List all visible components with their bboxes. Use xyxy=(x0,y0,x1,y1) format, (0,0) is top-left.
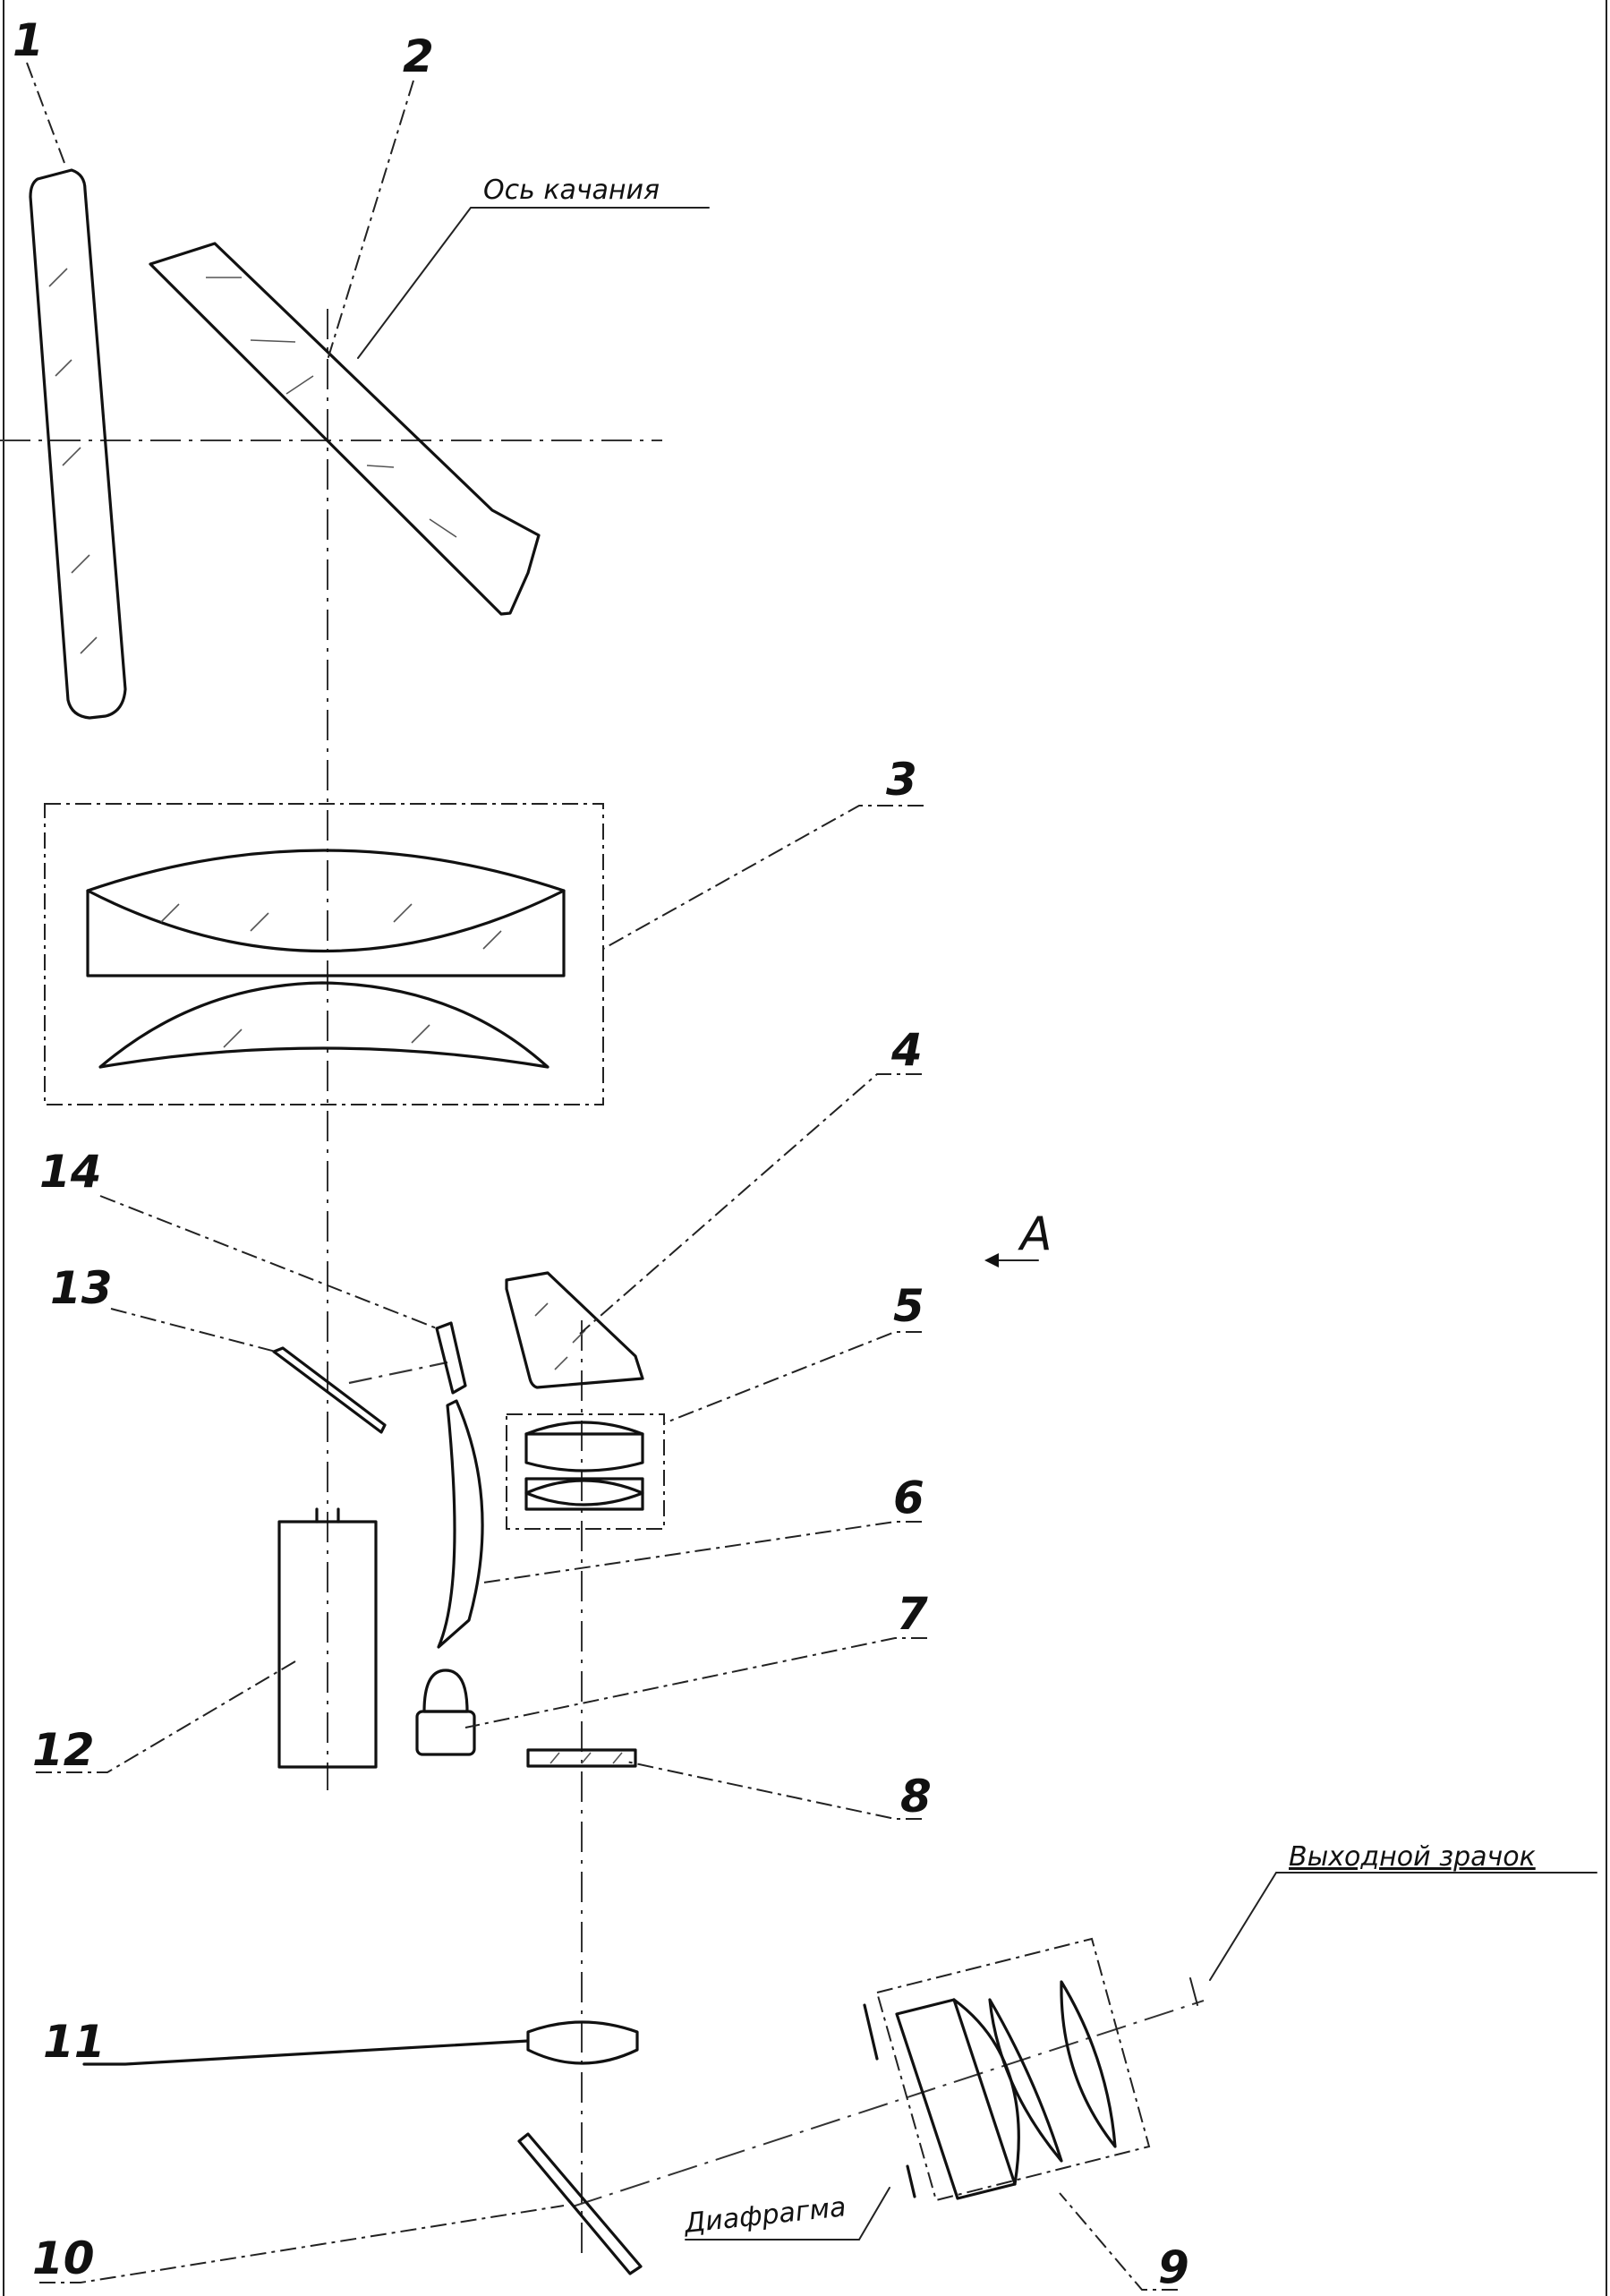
leader-9 xyxy=(1059,2192,1178,2291)
label-7: 7 xyxy=(897,1588,928,1640)
eyepiece-oblique-axis xyxy=(572,2000,1205,2207)
element-8-filter xyxy=(526,1748,637,1768)
caption-exit-pupil: Выходной зрачок xyxy=(1289,1841,1536,1873)
element-2-swing-mirror xyxy=(149,242,541,616)
element-13-tilted-plate xyxy=(272,1346,387,1434)
leader-exit-pupil xyxy=(1209,1872,1597,1981)
label-6: 6 xyxy=(893,1472,924,1524)
caption-swing-axis: Ось качания xyxy=(483,175,660,206)
element-6-light-guide xyxy=(437,1399,484,1649)
element-9-eyepiece xyxy=(863,1937,1151,2202)
leader-6 xyxy=(482,1521,922,1583)
label-10: 10 xyxy=(32,2232,95,2284)
leader-7 xyxy=(464,1637,927,1728)
leader-2 xyxy=(327,80,414,361)
element-7-lamp xyxy=(415,1669,476,1756)
leader-1 xyxy=(26,62,65,164)
label-view-a: A xyxy=(1018,1208,1052,1261)
element-14-small-plate xyxy=(435,1321,467,1395)
label-2: 2 xyxy=(403,30,434,82)
label-13: 13 xyxy=(50,1262,113,1314)
element-3-objective xyxy=(44,803,604,1105)
label-5: 5 xyxy=(893,1280,924,1332)
leader-diaphragm xyxy=(685,2187,890,2241)
label-14: 14 xyxy=(39,1146,102,1198)
element-1-plate xyxy=(29,168,127,720)
label-4: 4 xyxy=(890,1024,923,1076)
leader-swing-axis xyxy=(357,207,710,359)
label-11: 11 xyxy=(43,2016,106,2068)
label-3: 3 xyxy=(886,754,917,806)
leader-13 xyxy=(110,1308,277,1353)
leader-3 xyxy=(602,805,924,950)
caption-diaphragm: Диафрагма xyxy=(681,2191,848,2240)
leader-10 xyxy=(39,2205,565,2283)
exit-pupil-mark xyxy=(1189,1977,1198,2006)
label-8: 8 xyxy=(900,1771,932,1822)
leader-11 xyxy=(82,2039,530,2066)
leader-5 xyxy=(663,1331,922,1424)
label-12: 12 xyxy=(32,1724,95,1776)
element-11-field-lens xyxy=(526,2020,639,2065)
label-9: 9 xyxy=(1158,2241,1189,2293)
view-a-arrow xyxy=(984,1253,1039,1267)
element-5-lens-pair xyxy=(506,1413,665,1530)
element-4-prism xyxy=(505,1271,644,1389)
leader-12 xyxy=(36,1660,296,1773)
leader-14 xyxy=(99,1195,438,1329)
element-12-block xyxy=(277,1507,378,1769)
leader-8 xyxy=(626,1761,922,1820)
element-10-mirror xyxy=(517,2132,643,2275)
leader-4 xyxy=(579,1073,922,1335)
label-1: 1 xyxy=(13,14,44,66)
reticle-beam-line xyxy=(348,1361,448,1385)
